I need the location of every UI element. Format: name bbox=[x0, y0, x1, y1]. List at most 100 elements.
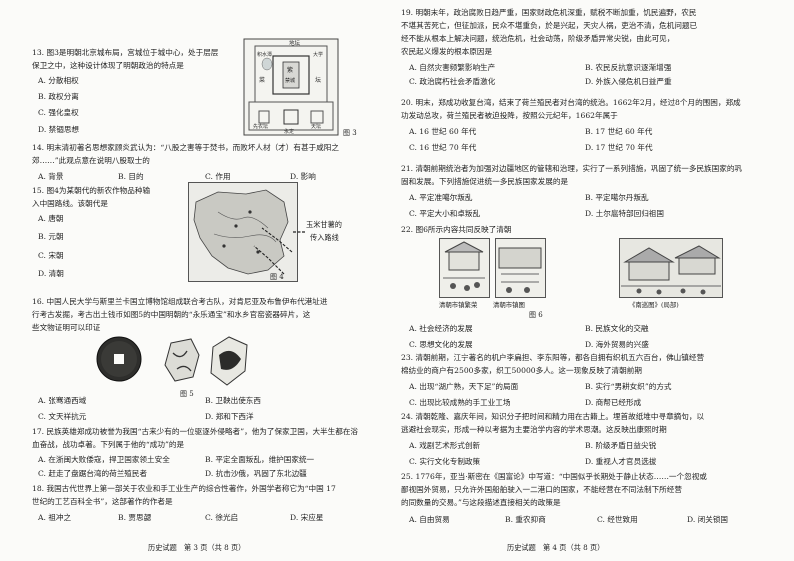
question-16-stem: 16. 中国人民大学与斯里兰卡国立博物馆组成联合考古队，对肯尼亚及布鲁伊布代港址… bbox=[32, 295, 327, 334]
q21-option-c: C. 平定大小和卓叛乱 bbox=[409, 209, 481, 218]
q13-option-a: A. 分散相权 bbox=[38, 76, 79, 85]
q23-option-c: C. 出现比较成熟的手工业工场 bbox=[409, 398, 511, 407]
question-25-line2: 鄙视国外贸易，只允许外国船舶驶入一二港口的国家，不能经营在不同法制下所经营 bbox=[401, 485, 682, 494]
q15-option-a: A. 唐朝 bbox=[38, 214, 64, 223]
question-20-line2: 功发动总攻，荷兰殖民者被迫投降，按照公元纪年，1662年属于 bbox=[401, 111, 618, 120]
q18-option-b: B. 贾思勰 bbox=[118, 513, 152, 522]
figure-6-caption-2: 清朝市镇图 bbox=[493, 301, 525, 309]
figure-4-legend-text-2: 传入路线 bbox=[310, 233, 339, 242]
question-13-line1: 13. 图3是明朝北京城布局，宫城位于城中心，处于层层 bbox=[32, 48, 219, 57]
map-label-yongding: 永定 bbox=[284, 128, 294, 135]
q18-option-d: D. 宋应星 bbox=[290, 513, 324, 522]
question-17-stem: 17. 民族英雄郑成功被誉为我国“古来少有的一位驱逐外侵略者”，他为了保家卫国，… bbox=[32, 425, 358, 451]
page-4-footer: 历史试题 第 4 页（共 8 页） bbox=[507, 543, 605, 552]
map-label-zi: 紫 bbox=[287, 66, 293, 74]
q22-option-a: A. 社会经济的发展 bbox=[409, 324, 473, 333]
q13-option-d: D. 禁锢思想 bbox=[38, 125, 80, 134]
q20-option-c: C. 16 世纪 70 年代 bbox=[409, 143, 477, 152]
q24-option-d: D. 重视人才官员选拔 bbox=[585, 457, 657, 466]
q16-option-d: D. 郑和下西洋 bbox=[205, 412, 254, 421]
map-label-tiantan: 天坛 bbox=[311, 123, 321, 130]
question-14-line2: 郊……”此观点意在说明八股取士的 bbox=[32, 156, 150, 165]
question-22-line1: 22. 图6所示内容共同反映了清朝 bbox=[401, 225, 512, 234]
q21-option-a: A. 平定准噶尔叛乱 bbox=[409, 193, 473, 202]
question-18-line1: 18. 我国古代世界上第一部关于农业和手工业生产的综合性著作，外国学者称它为“中… bbox=[32, 484, 336, 493]
question-14-stem: 14. 明末清初著名思想家顾炎武认为：“八股之害等于焚书，而败坏人材（才）有甚于… bbox=[32, 141, 339, 167]
figure-6-label: 图 6 bbox=[529, 311, 543, 319]
q17-option-b: B. 平定全面叛乱，维护国家统一 bbox=[205, 455, 315, 464]
q18-option-c: C. 徐光启 bbox=[205, 513, 239, 522]
q14-option-d: D. 影响 bbox=[290, 172, 316, 181]
map-label-tan: 坛 bbox=[315, 76, 321, 84]
figure-5-label: 图 5 bbox=[180, 390, 194, 398]
q17-option-d: D. 抗击沙俄，巩固了东北边疆 bbox=[205, 469, 307, 478]
q14-option-a: A. 背景 bbox=[38, 172, 64, 181]
question-15-stem: 15. 图4为某朝代的新农作物品种输 入中国路线。该朝代是 bbox=[32, 184, 150, 210]
question-16-line1: 16. 中国人民大学与斯里兰卡国立博物馆组成联合考古队，对肯尼亚及布鲁伊布代港址… bbox=[32, 297, 328, 306]
page-3-footer: 历史试题 第 3 页（共 8 页） bbox=[148, 543, 246, 552]
question-23-stem: 23. 清朝前期，江宁著名的机户李扁担、李东阳等，都各自拥有织机五六百台，佛山镇… bbox=[401, 351, 704, 377]
exam-page-3: 13. 图3是明朝北京城布局，宫城位于城中心，处于层层 保卫之中，这种设计体现了… bbox=[32, 0, 398, 561]
question-17-line2: 血奋战，战功卓著。下列属于他的“成功”的是 bbox=[32, 440, 185, 449]
question-24-line2: 逃避社会现实，形成一种以考据为主要治学内容的学术思潮。这反映出康熙时期 bbox=[401, 425, 667, 434]
question-23-line2: 棉纺业的商户有2500多家，织工50000多人。这一现象反映了清朝前期 bbox=[401, 366, 642, 375]
question-19-line3: 经不能从根本上解决问题，统治危机，社会动荡，阶级矛盾异常尖锐，由此可见， bbox=[401, 34, 675, 43]
question-21-line2: 固和发展。下列措施促进统一多民族国家发展的是 bbox=[401, 177, 569, 186]
question-19-line4: 农民起义爆发的根本原因是 bbox=[401, 47, 493, 56]
q22-option-d: D. 海外贸易的兴盛 bbox=[585, 340, 649, 349]
question-24-line1: 24. 清朝乾隆、嘉庆年间，知识分子把时间和精力用在古籍上。埋首故纸堆中寻章摘句… bbox=[401, 412, 705, 421]
question-18-line2: 世纪的工艺百科全书”，这部著作的作者是 bbox=[32, 497, 173, 506]
q25-option-b: B. 重农抑商 bbox=[505, 515, 546, 524]
q24-option-c: C. 实行文化专制政策 bbox=[409, 457, 481, 466]
question-15-line2: 入中国路线。该朝代是 bbox=[32, 199, 108, 208]
question-19-line2: 不堪其苦死亡，但征加派，民众不堪重负，於是兴起，天灾人祸，吏治不清，危机问题已 bbox=[401, 21, 698, 30]
figure-6-caption-3: 《南巡图》(局部) bbox=[629, 301, 679, 309]
question-21-line1: 21. 清朝前期统治者为加强对边疆地区的管辖和治理，实行了一系列措施，巩固了统一… bbox=[401, 164, 743, 173]
exam-page-4: 19. 明朝末年，政治腐败日趋严重，国家财政危机深重，赋税不断加重，饥民遍野，农… bbox=[397, 0, 794, 561]
question-25-stem: 25. 1776年，亚当·斯密在《国富论》中写道：“中国似乎长期处于静止状态……… bbox=[401, 470, 707, 509]
map-label-jishuitan: 积水潭 bbox=[257, 51, 272, 58]
q16-option-c: C. 文天祥抗元 bbox=[38, 412, 87, 421]
question-23-line1: 23. 清朝前期，江宁著名的机户李扁担、李东阳等，都各自拥有织机五六百台，佛山镇… bbox=[401, 353, 705, 362]
legend-route-icon bbox=[293, 231, 305, 233]
q21-option-d: D. 土尔扈特部回归祖国 bbox=[585, 209, 664, 218]
question-15-line1: 15. 图4为某朝代的新农作物品种输 bbox=[32, 186, 151, 195]
question-16-line3: 些文物证明可以印证 bbox=[32, 323, 101, 332]
question-21-stem: 21. 清朝前期统治者为加强对边疆地区的管辖和治理，实行了一系列措施，巩固了统一… bbox=[401, 162, 742, 188]
crop-route-map-figure bbox=[188, 182, 298, 282]
question-16-line2: 行考古发掘，考古出土钱币如图5的中国明朝的“永乐通宝”和水乡官窑瓷器碎片，这 bbox=[32, 310, 311, 319]
q14-option-b: B. 目的 bbox=[118, 172, 144, 181]
q20-option-b: B. 17 世纪 60 年代 bbox=[585, 127, 653, 136]
question-18-stem: 18. 我国古代世界上第一部关于农业和手工业生产的综合性著作，外国学者称它为“中… bbox=[32, 482, 336, 508]
question-25-line1: 25. 1776年，亚当·斯密在《国富论》中写道：“中国似乎长期处于静止状态……… bbox=[401, 472, 707, 481]
figure-3-label: 图 3 bbox=[343, 129, 357, 137]
q25-option-a: A. 自由贸易 bbox=[409, 515, 450, 524]
q23-option-d: D. 商帮已经形成 bbox=[585, 398, 642, 407]
question-19-line1: 19. 明朝末年，政治腐败日趋严重，国家财政危机深重，赋税不断加重，饥民遍野，农… bbox=[401, 8, 697, 17]
q13-option-b: B. 政权分离 bbox=[38, 92, 79, 101]
map-label-cai: 菜 bbox=[259, 76, 265, 84]
figure-6-caption-1: 清朝市镇繁荣 bbox=[439, 301, 478, 309]
q19-option-b: B. 农民反抗意识逐渐增强 bbox=[585, 63, 672, 72]
figure-4-label: 图 4 bbox=[270, 273, 284, 281]
q15-option-d: D. 清朝 bbox=[38, 269, 64, 278]
q17-option-a: A. 在浙闽大败倭寇，捍卫国家领土安全 bbox=[38, 455, 170, 464]
q25-option-c: C. 经世致用 bbox=[597, 515, 638, 524]
q14-option-c: C. 作用 bbox=[205, 172, 231, 181]
question-14-line1: 14. 明末清初著名思想家顾炎武认为：“八股之害等于焚书，而败坏人材（才）有甚于… bbox=[32, 143, 339, 152]
q15-option-b: B. 元朝 bbox=[38, 232, 64, 241]
beijing-city-map-figure: 地坛 积水潭 大学 菜 紫 禁城 坛 天坛 先农坛 永定 bbox=[243, 38, 339, 136]
q24-option-b: B. 阶级矛盾日益尖锐 bbox=[585, 441, 657, 450]
question-25-line3: 的同数量的交易。”与这段描述直接相关的政策是 bbox=[401, 498, 561, 507]
coin-and-porcelain-figure bbox=[96, 336, 248, 386]
q19-option-c: C. 政治腐朽社会矛盾激化 bbox=[409, 77, 496, 86]
q24-option-a: A. 戏剧艺术形式创新 bbox=[409, 441, 481, 450]
question-22-stem: 22. 图6所示内容共同反映了清朝 bbox=[401, 223, 511, 236]
q13-option-c: C. 强化皇权 bbox=[38, 108, 79, 117]
question-13-stem: 13. 图3是明朝北京城布局，宫城位于城中心，处于层层 保卫之中，这种设计体现了… bbox=[32, 46, 218, 72]
question-19-stem: 19. 明朝末年，政治腐败日趋严重，国家财政危机深重，赋税不断加重，饥民遍野，农… bbox=[401, 6, 697, 58]
qing-market-illustration-1 bbox=[439, 238, 546, 298]
map-label-daxue: 大学 bbox=[313, 51, 323, 58]
q20-option-a: A. 16 世纪 60 年代 bbox=[409, 127, 477, 136]
question-24-stem: 24. 清朝乾隆、嘉庆年间，知识分子把时间和精力用在古籍上。埋首故纸堆中寻章摘句… bbox=[401, 410, 704, 436]
